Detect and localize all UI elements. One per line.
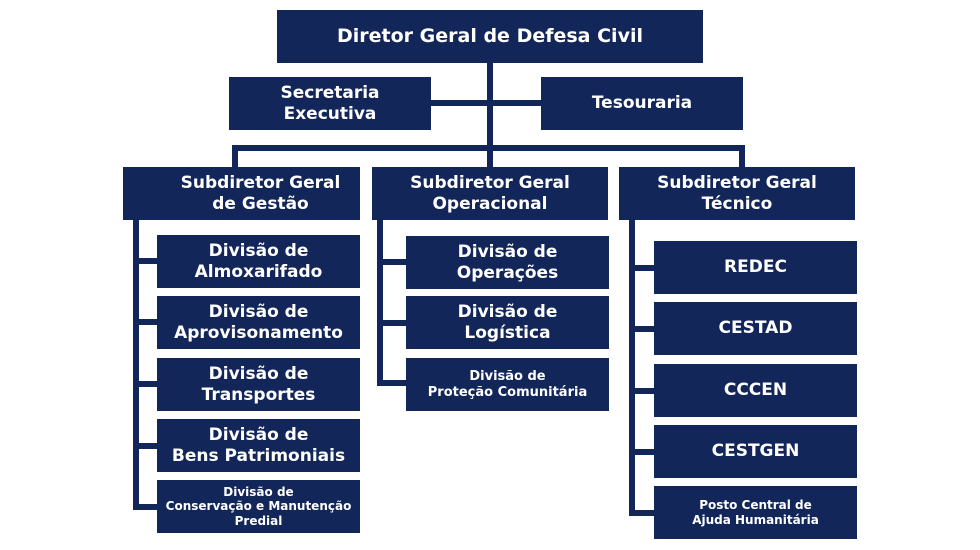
connector-line (133, 319, 158, 325)
division-protecao-comunitaria-label: Divisão de Proteção Comunitária (427, 368, 588, 400)
division-transportes-label: Divisão de Transportes (201, 364, 316, 405)
subdiretor-operacional-label: Subdiretor Geral Operacional (410, 173, 570, 214)
connector-line (629, 449, 655, 455)
connector-line (629, 265, 655, 271)
division-bens-patrimoniais-label: Divisão de Bens Patrimoniais (171, 425, 346, 466)
connector-line (629, 388, 655, 394)
division-aprovisonamento-label: Divisão de Aprovisonamento (174, 302, 343, 343)
cestgen-label: CESTGEN (711, 441, 800, 462)
cccen-label: CCCEN (723, 380, 788, 401)
division-conservacao-label: Divisão de Conservação e Manutenção Pred… (165, 484, 352, 528)
division-conservacao-box: Divisão de Conservação e Manutenção Pred… (157, 480, 360, 533)
tesouraria-label: Tesouraria (591, 93, 693, 114)
connector-line (629, 510, 655, 516)
connector-line (133, 381, 158, 387)
division-aprovisonamento-box: Divisão de Aprovisonamento (157, 296, 360, 349)
division-operacoes-box: Divisão de Operações (406, 236, 609, 289)
redec-box: REDEC (654, 241, 857, 294)
posto-central-box: Posto Central de Ajuda Humanitária (654, 486, 857, 539)
subdiretor-operacional-box: Subdiretor Geral Operacional (372, 167, 608, 220)
cccen-box: CCCEN (654, 364, 857, 417)
connector-line (133, 258, 158, 264)
connector-line (232, 145, 238, 168)
connector-line (232, 145, 745, 151)
division-protecao-comunitaria-box: Divisão de Proteção Comunitária (406, 358, 609, 411)
secretaria-executiva-box: Secretaria Executiva (229, 77, 431, 130)
division-transportes-box: Divisão de Transportes (157, 358, 360, 411)
division-operacoes-label: Divisão de Operações (456, 242, 559, 283)
connector-line (629, 218, 635, 516)
cestad-label: CESTAD (718, 318, 793, 339)
connector-line (629, 326, 655, 332)
director-general-box: Diretor Geral de Defesa Civil (277, 10, 703, 63)
cestad-box: CESTAD (654, 302, 857, 355)
connector-line (377, 320, 407, 326)
connector-line (133, 504, 158, 510)
secretaria-executiva-label: Secretaria Executiva (280, 83, 380, 124)
division-almoxarifado-box: Divisão de Almoxarifado (157, 235, 360, 288)
division-logistica-label: Divisão de Logística (457, 302, 558, 343)
tesouraria-box: Tesouraria (541, 77, 743, 130)
subdiretor-tecnico-label: Subdiretor Geral Técnico (657, 173, 817, 214)
connector-line (487, 62, 493, 168)
connector-line (133, 443, 158, 449)
connector-line (430, 100, 543, 106)
connector-line (739, 145, 745, 168)
subdiretor-tecnico-box: Subdiretor Geral Técnico (619, 167, 855, 220)
posto-central-label: Posto Central de Ajuda Humanitária (692, 498, 819, 527)
cestgen-box: CESTGEN (654, 425, 857, 478)
redec-label: REDEC (724, 257, 787, 278)
connector-line (377, 259, 407, 265)
director-general-label: Diretor Geral de Defesa Civil (337, 25, 643, 48)
connector-line (377, 380, 407, 386)
connector-line (377, 218, 383, 386)
division-almoxarifado-label: Divisão de Almoxarifado (194, 241, 323, 282)
subdiretor-gestao-label: Subdiretor Geral de Gestão (180, 173, 341, 214)
division-bens-patrimoniais-box: Divisão de Bens Patrimoniais (157, 419, 360, 472)
connector-line (133, 218, 139, 510)
subdiretor-gestao-box: Subdiretor Geral de Gestão (123, 167, 360, 220)
division-logistica-box: Divisão de Logística (406, 296, 609, 349)
